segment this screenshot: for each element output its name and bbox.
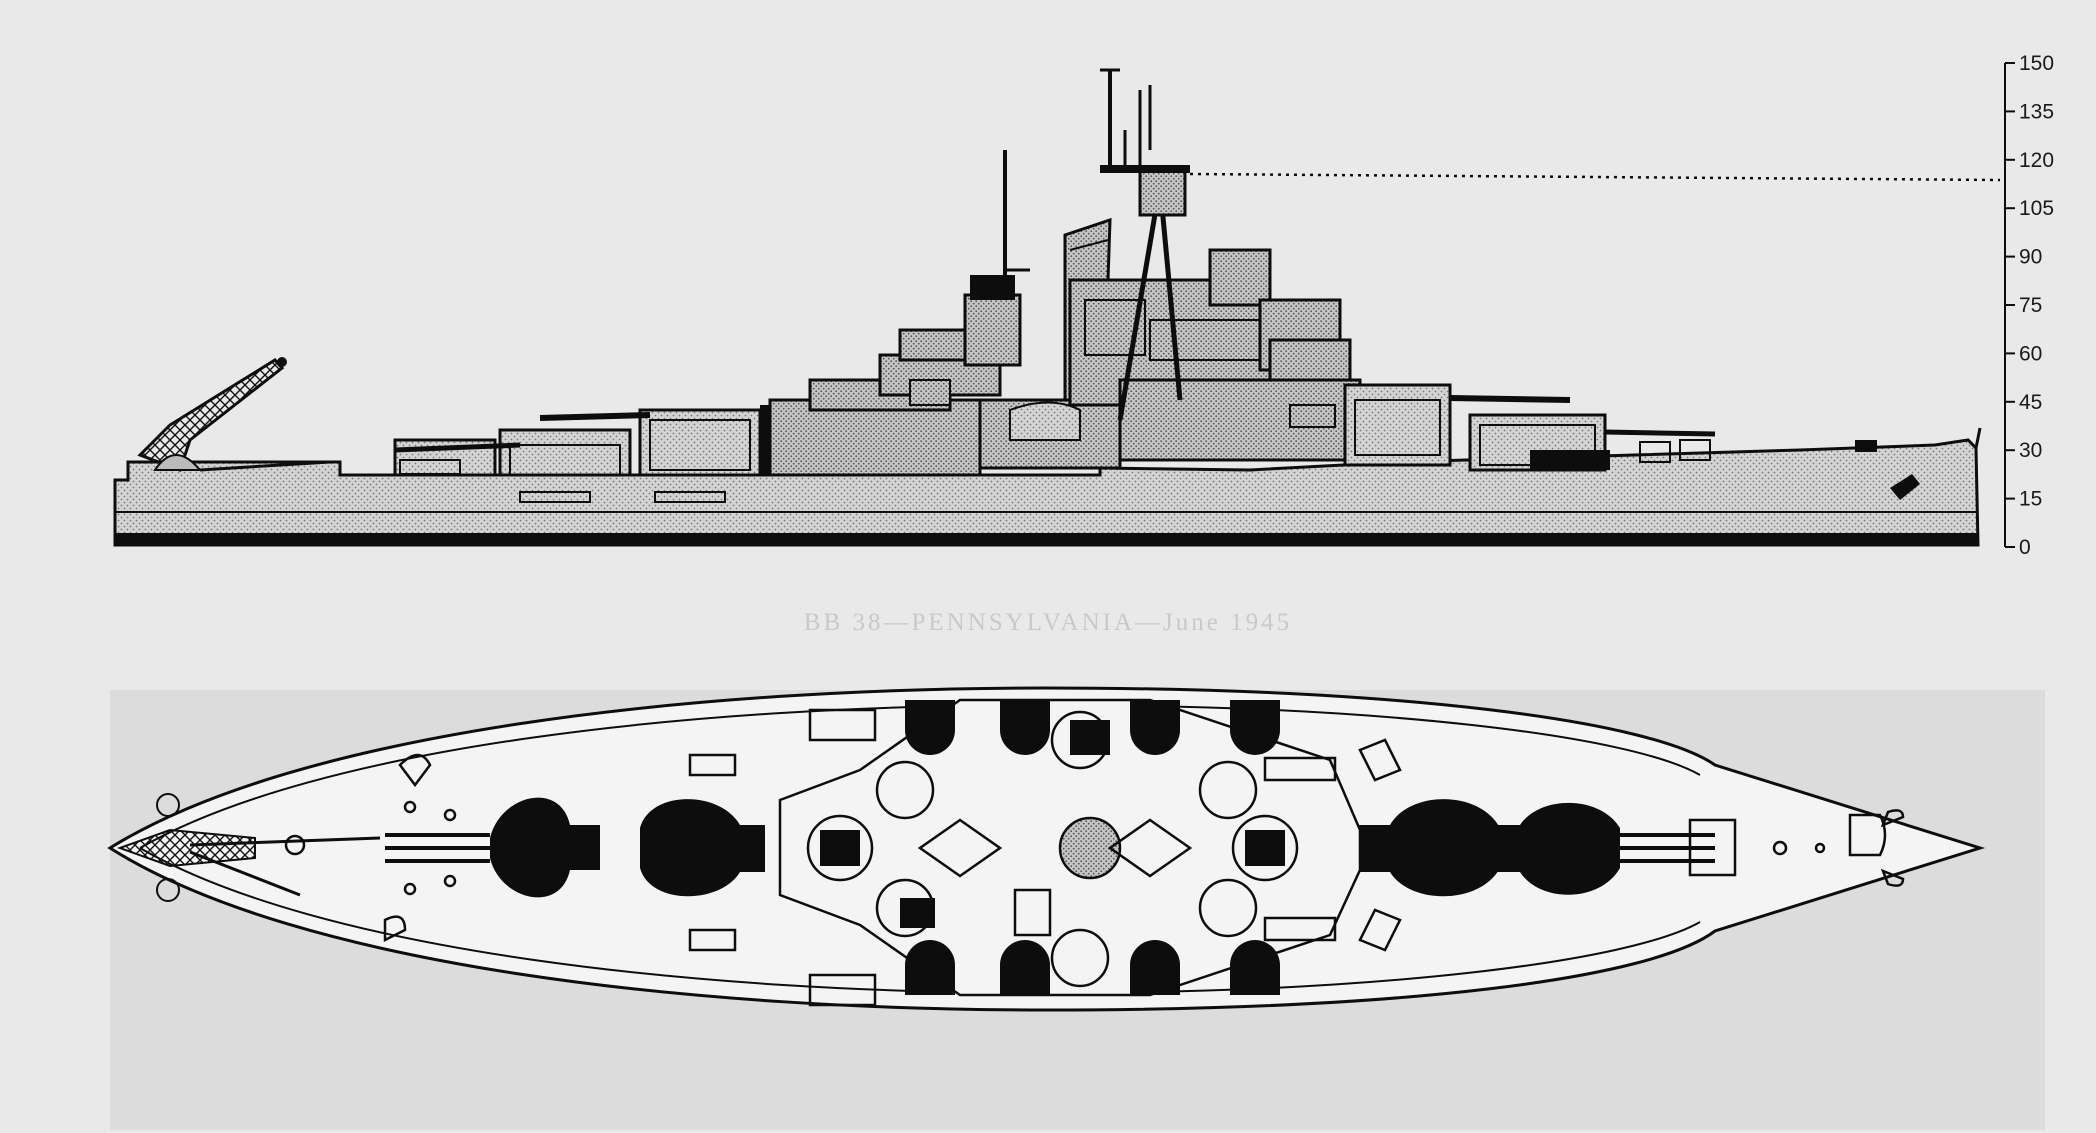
scale-label-30: 30 [2019,439,2042,462]
mast-height-reference-line [1189,172,2001,182]
scale-label-120: 120 [2019,149,2054,172]
superstructure [768,68,1412,477]
scale-label-135: 135 [2019,100,2054,123]
scale-label-45: 45 [2019,391,2042,414]
scale-label-90: 90 [2019,246,2042,269]
scale-label-0: 0 [2019,536,2031,559]
scale-label-15: 15 [2019,488,2042,511]
deck-plan-drawing [107,686,2045,1130]
drawing-caption: BB 38—PENNSYLVANIA—June 1945 [804,609,1292,636]
forward-turrets [1343,383,1877,472]
secondary-gun-mounts [900,700,1280,995]
aircraft-crane-plan [117,828,256,868]
anchor-icon [1890,474,1920,500]
scale-label-75: 75 [2019,294,2042,317]
scale-label-150: 150 [2019,52,2054,75]
tripod-mast-icon [1100,68,1190,421]
aft-turrets [393,405,775,477]
hull-keel-band [115,533,1978,545]
side-profile-drawing [113,68,2001,547]
anti-aircraft-mounts [284,708,1905,1007]
turret-icon [385,797,1715,898]
scale-label-60: 60 [2019,342,2042,365]
scale-label-105: 105 [2019,197,2054,220]
aircraft-crane-icon [137,357,331,472]
